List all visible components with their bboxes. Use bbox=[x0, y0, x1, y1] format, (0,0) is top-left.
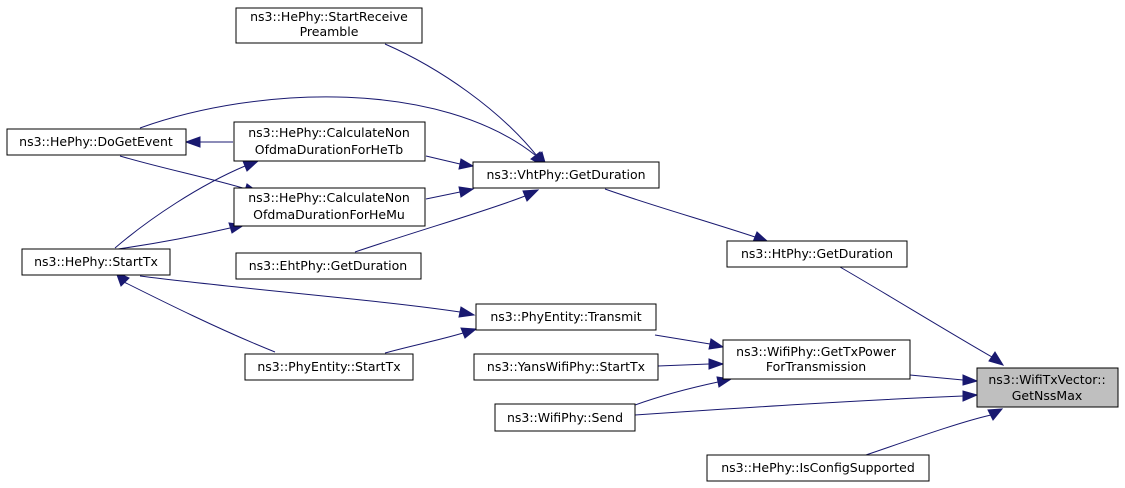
edge-calc-tb-to-vht-get-duration bbox=[425, 155, 475, 170]
node-ht-get-duration-label: ns3::HtPhy::GetDuration bbox=[741, 246, 893, 261]
node-calc-non-ofdma-he-mu-line1: ns3::HePhy::CalculateNon bbox=[248, 190, 410, 205]
node-yans-wifi-start-tx[interactable]: ns3::YansWifiPhy::StartTx bbox=[473, 353, 659, 381]
node-phy-entity-start-tx-label: ns3::PhyEntity::StartTx bbox=[257, 359, 400, 374]
edge-ht-get-duration-to-get-nss-max bbox=[839, 266, 1005, 366]
node-he-do-get-event[interactable]: ns3::HePhy::DoGetEvent bbox=[6, 128, 187, 156]
node-start-receive-preamble-line2: Preamble bbox=[300, 24, 359, 39]
node-ht-get-duration[interactable]: ns3::HtPhy::GetDuration bbox=[726, 240, 908, 268]
node-wifi-tx-vector-get-nss-max[interactable]: ns3::WifiTxVector:: GetNssMax bbox=[976, 367, 1119, 408]
node-calc-non-ofdma-he-mu[interactable]: ns3::HePhy::CalculateNon OfdmaDurationFo… bbox=[233, 187, 426, 227]
edge-eht-get-duration-to-vht-get-duration bbox=[354, 189, 540, 253]
node-he-is-config-supported-label: ns3::HePhy::IsConfigSupported bbox=[721, 460, 915, 475]
node-phy-entity-transmit-label: ns3::PhyEntity::Transmit bbox=[490, 309, 641, 324]
edge-is-config-supported-to-get-nss-max bbox=[865, 408, 1004, 456]
node-calc-non-ofdma-he-mu-line2: OfdmaDurationForHeMu bbox=[253, 207, 405, 222]
edge-phy-start-tx-to-phy-transmit bbox=[384, 327, 478, 354]
node-phy-entity-transmit[interactable]: ns3::PhyEntity::Transmit bbox=[475, 303, 657, 331]
node-he-do-get-event-label: ns3::HePhy::DoGetEvent bbox=[19, 134, 173, 149]
node-he-is-config-supported[interactable]: ns3::HePhy::IsConfigSupported bbox=[706, 454, 930, 482]
node-get-nss-max-line1: ns3::WifiTxVector:: bbox=[988, 372, 1105, 387]
edge-get-tx-power-to-get-nss-max bbox=[909, 374, 979, 386]
edge-he-start-tx-to-calc-mu bbox=[117, 222, 246, 250]
edge-phy-start-tx-to-he-start-tx bbox=[115, 271, 276, 353]
edge-yans-start-tx-to-get-tx-power bbox=[657, 358, 725, 370]
node-get-tx-power-line1: ns3::WifiPhy::GetTxPower bbox=[736, 344, 897, 359]
node-calc-non-ofdma-he-tb-line1: ns3::HePhy::CalculateNon bbox=[248, 125, 410, 140]
node-calc-non-ofdma-he-tb-line2: OfdmaDurationForHeTb bbox=[255, 142, 404, 157]
node-calc-non-ofdma-he-tb[interactable]: ns3::HePhy::CalculateNon OfdmaDurationFo… bbox=[233, 121, 426, 162]
edge-he-start-tx-to-phy-transmit bbox=[139, 275, 476, 318]
node-get-tx-power-line2: ForTransmission bbox=[766, 359, 866, 374]
node-get-nss-max-line2: GetNssMax bbox=[1012, 388, 1083, 403]
edge-phy-transmit-to-get-tx-power bbox=[654, 334, 725, 350]
node-phy-entity-start-tx[interactable]: ns3::PhyEntity::StartTx bbox=[244, 353, 414, 381]
node-eht-get-duration-label: ns3::EhtPhy::GetDuration bbox=[249, 258, 407, 273]
edge-wifi-send-to-get-nss-max bbox=[634, 390, 979, 416]
edge-calc-mu-to-vht-get-duration bbox=[425, 186, 475, 200]
node-he-start-tx-label: ns3::HePhy::StartTx bbox=[34, 254, 158, 269]
node-wifi-phy-send-label: ns3::WifiPhy::Send bbox=[507, 410, 623, 425]
node-start-receive-preamble-line1: ns3::HePhy::StartReceive bbox=[250, 9, 408, 24]
node-vht-get-duration[interactable]: ns3::VhtPhy::GetDuration bbox=[472, 161, 660, 189]
node-wifi-phy-send[interactable]: ns3::WifiPhy::Send bbox=[494, 403, 636, 432]
node-get-tx-power-for-transmission[interactable]: ns3::WifiPhy::GetTxPower ForTransmission bbox=[722, 339, 911, 380]
node-eht-get-duration[interactable]: ns3::EhtPhy::GetDuration bbox=[235, 252, 422, 280]
node-vht-get-duration-label: ns3::VhtPhy::GetDuration bbox=[486, 167, 645, 182]
edge-calc-tb-to-do-get-event bbox=[184, 136, 233, 148]
node-he-start-tx[interactable]: ns3::HePhy::StartTx bbox=[21, 248, 171, 276]
edge-vht-get-duration-to-ht-get-duration bbox=[604, 188, 769, 243]
node-start-receive-preamble[interactable]: ns3::HePhy::StartReceive Preamble bbox=[235, 7, 423, 44]
node-yans-wifi-start-tx-label: ns3::YansWifiPhy::StartTx bbox=[487, 359, 645, 374]
edge-wifi-send-to-get-tx-power bbox=[634, 376, 733, 406]
